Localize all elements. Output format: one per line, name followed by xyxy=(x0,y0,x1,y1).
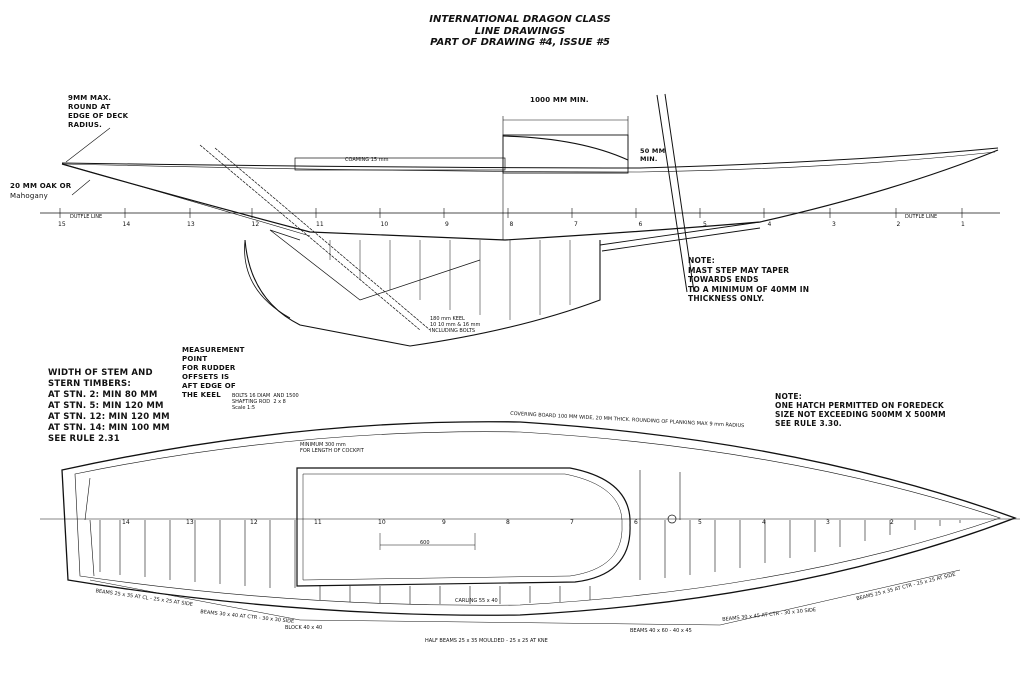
dimension-arrows xyxy=(65,127,111,196)
hatch-mark xyxy=(667,514,677,524)
plan-station-label: 10 xyxy=(378,519,386,526)
plan-station-label: 7 xyxy=(570,519,574,526)
deck-line xyxy=(61,151,996,173)
rudder xyxy=(244,239,291,319)
title-line-2: LINE DRAWINGS xyxy=(474,25,566,37)
dimension-600 xyxy=(379,533,476,550)
title-line-3: PART OF DRAWING #4, ISSUE #5 xyxy=(430,37,610,48)
label-beams-fwd1: BEAMS 40 x 60 - 40 x 45 xyxy=(630,628,692,634)
station-label: 13 xyxy=(187,221,195,228)
cockpit-inner xyxy=(302,473,623,581)
label-dwl-left: DUTFLE LINE xyxy=(70,214,103,220)
plan-station-label: 12 xyxy=(250,519,258,526)
station-label: 4 xyxy=(768,221,772,228)
station-label: 8 xyxy=(510,221,514,228)
note-hatch: NOTE: ONE HATCH PERMITTED ON FOREDECK SI… xyxy=(775,392,946,428)
hull-bottom-fwd xyxy=(504,149,999,241)
label-beam-block: BLOCK 40 x 40 xyxy=(285,625,323,631)
plan-station-label: 14 xyxy=(122,519,130,526)
profile-view xyxy=(40,93,1000,347)
station-label: 6 xyxy=(639,221,643,228)
plan-view xyxy=(40,421,1020,626)
hull-bottom-aft-inner xyxy=(69,165,311,237)
station-label: 2 xyxy=(897,221,901,228)
station-label: 5 xyxy=(703,221,707,228)
cockpit xyxy=(296,467,631,587)
note-coaming-height: 50 MM MIN. xyxy=(640,147,666,163)
label-coaming: COAMING 15 mm xyxy=(345,157,389,163)
station-label: 3 xyxy=(832,221,836,228)
plan-station-label: 2 xyxy=(890,519,894,526)
station-label: 9 xyxy=(445,221,449,228)
station-label: 10 xyxy=(381,221,389,228)
label-keel-bolts: 180 mm KEEL 10 10 mm & 16 mm INCLUDING B… xyxy=(430,316,481,334)
deck-inner-line xyxy=(74,431,1001,606)
plan-station-label: 11 xyxy=(314,519,322,526)
station-label: 11 xyxy=(316,221,324,228)
label-bolts-spec: BOLTS 16 DIAM AND 1500 SHAFTING ROD 2 x … xyxy=(232,393,299,411)
plan-station-label: 3 xyxy=(826,519,830,526)
mast-step xyxy=(599,221,761,252)
hull-plan-outline xyxy=(61,421,1017,616)
plan-station-label: 5 xyxy=(698,519,702,526)
label-600: 600 xyxy=(420,540,430,546)
plan-station-label: 9 xyxy=(442,519,446,526)
plan-station-label: 13 xyxy=(186,519,194,526)
cabin-roof xyxy=(502,135,629,161)
plan-station-label: 8 xyxy=(506,519,510,526)
beams-plan xyxy=(99,470,961,604)
mast xyxy=(656,93,695,293)
note-rudder: MEASUREMENT POINT FOR RUDDER OFFSETS IS … xyxy=(182,346,245,399)
station-label: 12 xyxy=(252,221,260,228)
note-deck-edge: 9MM MAX. ROUND AT EDGE OF DECK RADIUS. xyxy=(68,94,129,129)
beam-dimension-lines xyxy=(89,569,961,626)
note-mahogany: Mahogany xyxy=(10,192,48,200)
coaming xyxy=(294,157,506,171)
plan-station-label: 6 xyxy=(634,519,638,526)
covering-board xyxy=(84,477,95,577)
frames-profile xyxy=(329,240,601,320)
station-ticks xyxy=(59,208,963,218)
drawing-title: INTERNATIONAL DRAGON CLASS LINE DRAWINGS… xyxy=(395,14,645,49)
station-label: 7 xyxy=(574,221,578,228)
note-stem-stern: WIDTH OF STEM AND STERN TIMBERS: AT STN.… xyxy=(48,368,170,444)
label-carling: CARLING 55 x 40 xyxy=(455,598,498,604)
title-line-1: INTERNATIONAL DRAGON CLASS xyxy=(429,14,611,25)
station-label: 14 xyxy=(123,221,131,228)
note-oak: 20 MM OAK OR xyxy=(10,182,72,190)
hull-bottom-aft xyxy=(61,163,506,241)
label-dwl-right: DUTFLE LINE xyxy=(905,214,938,220)
note-cabin-length: 1000 MM MIN. xyxy=(530,96,589,104)
sheer-line xyxy=(61,147,999,169)
stern-diagonal xyxy=(269,229,481,301)
plan-station-label: 4 xyxy=(762,519,766,526)
keel-fin xyxy=(244,239,601,347)
note-mast-step: NOTE: MAST STEP MAY TAPER TOWARDS ENDS T… xyxy=(688,256,810,303)
station-label: 1 xyxy=(961,221,965,228)
label-cockpit-min: MINIMUM 300 mm FOR LENGTH OF COCKPIT xyxy=(300,442,364,454)
station-label: 15 xyxy=(58,221,66,228)
keel-diagonal xyxy=(199,144,431,331)
label-half-beams: HALF BEAMS 25 x 35 MOULDED - 25 x 25 AT … xyxy=(425,638,548,644)
